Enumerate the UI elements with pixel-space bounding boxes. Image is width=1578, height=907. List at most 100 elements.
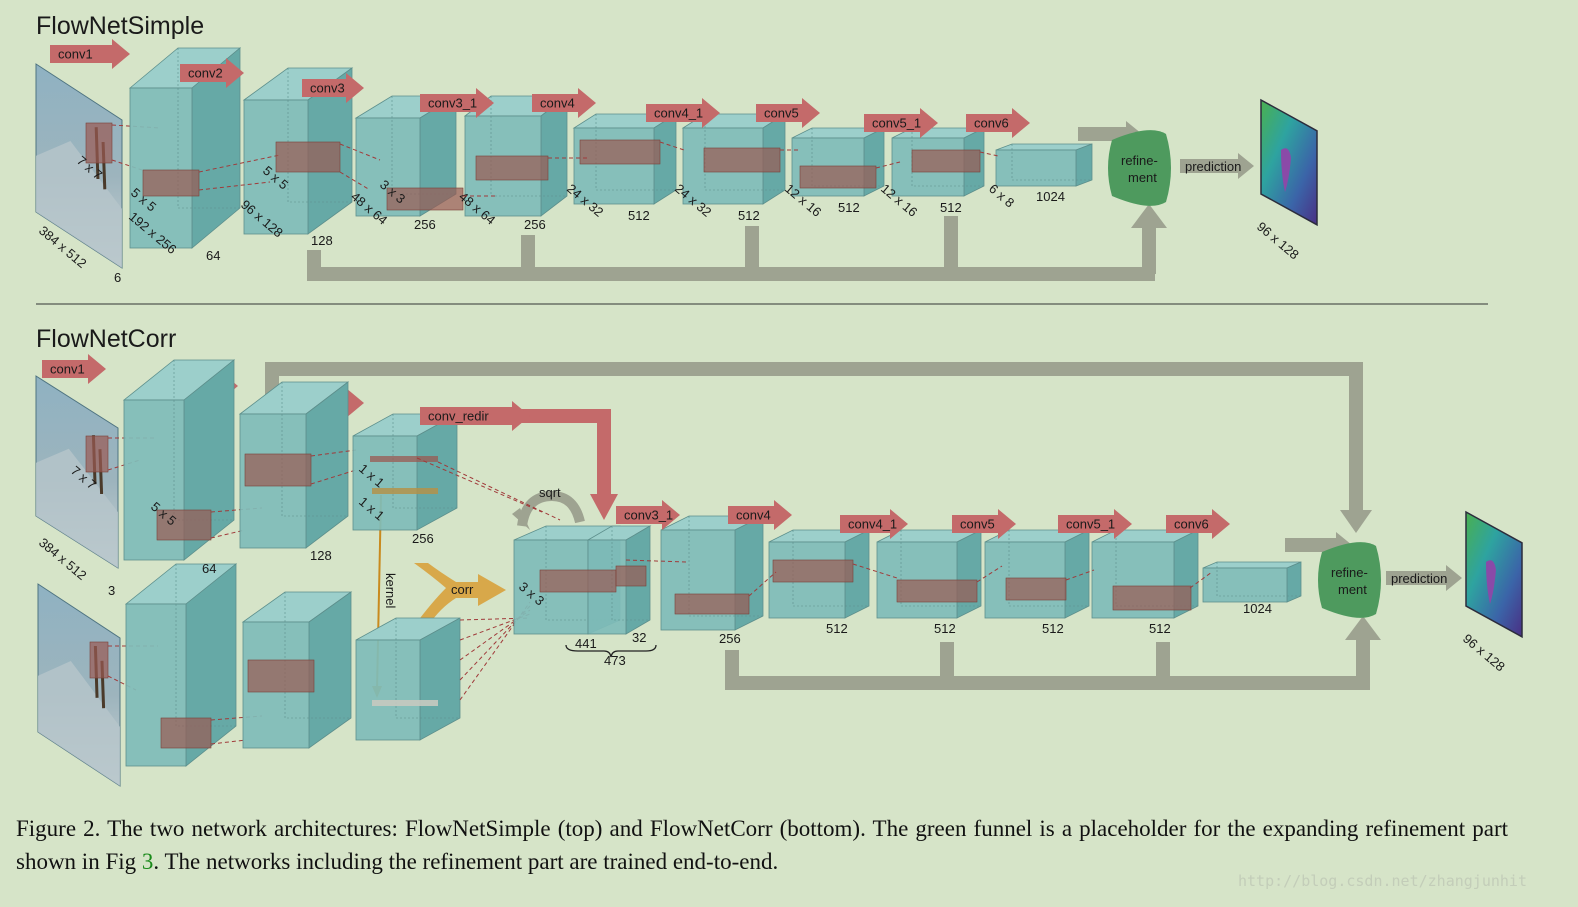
feature-block-bottom-4 (984, 529, 1090, 619)
conv3-channels-label-bottom: 128 (310, 548, 332, 563)
layer-arrow-conv3-label: conv3 (310, 81, 345, 96)
conv5-kernel (703, 147, 781, 173)
figure-caption: Figure 2. The two network architectures:… (16, 812, 1508, 878)
layer-arrow-conv5-label: conv5 (764, 106, 799, 121)
conv3-channels-label: 128 (311, 233, 333, 248)
layer-arrow-conv-redir: conv_redir (420, 401, 530, 431)
layer-arrow-conv4_1-bottom-label: conv4_1 (848, 517, 897, 532)
flow-output-bottom (1465, 510, 1523, 639)
layer-arrow-conv6-bottom: conv6 (1166, 509, 1230, 539)
conv2-kernel-bottom-2 (160, 717, 212, 749)
kernel-slice (372, 700, 438, 706)
caption-figure-ref[interactable]: 3 (141, 849, 154, 874)
layer-arrow-conv6-label: conv6 (974, 116, 1009, 131)
receptive-field-line (659, 141, 685, 151)
conv4_1-channels-label: 512 (628, 208, 650, 223)
conv4_1-kernel-bottom (896, 579, 978, 603)
receptive-field-line (852, 563, 898, 579)
caption-part1: Figure 2. The two network architectures:… (16, 816, 1508, 874)
prediction-arrow-bottom-label: prediction (1391, 571, 1447, 586)
feature-block-redir (352, 413, 458, 531)
redir-kernel-2 (372, 488, 438, 494)
feature-block-conv3-bottom-out (355, 617, 461, 741)
conv3_1-channels-label: 256 (414, 217, 436, 232)
receptive-field-line (625, 559, 687, 563)
receptive-field-line (979, 151, 999, 157)
layer-arrow-conv4-bottom-label: conv4 (736, 508, 771, 523)
layer-arrow-conv5: conv5 (756, 98, 820, 128)
watermark: http://blog.csdn.net/zhangjunhit (1238, 872, 1527, 890)
conv6-output-channels-label: 1024 (1036, 189, 1065, 204)
receptive-field-line (976, 565, 1003, 583)
flow-output-top (1260, 98, 1318, 227)
receptive-field-line (310, 469, 357, 485)
layer-arrow-conv-redir-label: conv_redir (428, 409, 489, 424)
layer-arrow-conv5-bottom: conv5 (952, 509, 1016, 539)
receptive-field-line (210, 529, 246, 539)
redir-channels-label: 256 (412, 531, 434, 546)
feature-block-bottom-3 (876, 529, 982, 619)
skip-connection-bottom (725, 640, 1370, 690)
layer-arrow-conv3_1: conv3_1 (420, 88, 494, 118)
layer-arrow-conv5_1-bottom-label: conv5_1 (1066, 517, 1115, 532)
receptive-field-line (198, 181, 271, 191)
conv3-kernel-bottom (244, 453, 312, 487)
conv3-kernel (275, 141, 341, 173)
corr-label: corr (451, 582, 474, 597)
conv4-kernel-bottom (772, 559, 854, 583)
skip-arrowhead-top (1131, 204, 1167, 228)
receptive-field-line (748, 571, 777, 597)
layer-arrow-conv3_1-bottom-label: conv3_1 (624, 508, 673, 523)
layer-arrow-conv4_1-label: conv4_1 (654, 106, 703, 121)
sqrt-arrow (517, 490, 585, 527)
flownetsimple-title: FlowNetSimple (36, 12, 204, 40)
layer-arrow-conv5_1: conv5_1 (864, 108, 938, 138)
channels-label-conv5-bottom: 512 (1042, 621, 1064, 636)
channels-label-conv4-bottom: 512 (826, 621, 848, 636)
redir-kernel-1 (370, 456, 438, 462)
refinement-label: refine- (1121, 153, 1158, 168)
conv1-kernel-bottom-2 (89, 641, 109, 679)
layer-arrow-conv6: conv6 (966, 108, 1030, 138)
layer-arrow-conv4_1-bottom: conv4_1 (840, 509, 908, 539)
conv2-kernel (142, 169, 200, 197)
refinement-funnel-top: refine-ment (1108, 130, 1171, 206)
layer-arrow-conv5-bottom-label: conv5 (960, 517, 995, 532)
channels-label-conv6-bottom: 1024 (1243, 601, 1272, 616)
layer-arrow-conv5_1-bottom: conv5_1 (1058, 509, 1132, 539)
conv6-channels-label: 512 (940, 200, 962, 215)
corr-kernel-2 (615, 565, 647, 587)
feature-block-9 (995, 143, 1093, 187)
prediction-arrow-top: prediction (1180, 153, 1254, 179)
corr-arrow (414, 563, 506, 626)
layer-arrow-conv5_1-label: conv5_1 (872, 116, 921, 131)
conv6-kernel (911, 149, 981, 173)
refinement-label: ment (1128, 170, 1157, 185)
receptive-field-line (437, 461, 561, 521)
refinement-label: ment (1338, 582, 1367, 597)
conv2-kernel-bottom (156, 509, 212, 541)
conv3_1-kernel (386, 187, 464, 211)
prediction-arrow-bottom: prediction (1386, 565, 1462, 591)
channels-label-conv3_1-bottom: 256 (719, 631, 741, 646)
conv3_1-kernel-bottom (674, 593, 750, 615)
layer-arrow-conv3: conv3 (302, 73, 364, 103)
conv5_1-channels-label: 512 (838, 200, 860, 215)
refinement-label: refine- (1331, 565, 1368, 580)
receptive-field-line (459, 613, 531, 641)
conv2-channels-label-bottom: 64 (202, 561, 216, 576)
receptive-field-line (416, 457, 543, 513)
output-size-label: 96 x 128 (1254, 219, 1302, 263)
corr-brace (565, 644, 657, 658)
receptive-field-line (1065, 569, 1095, 581)
layer-arrow-conv2: conv2 (180, 58, 244, 88)
output-size-label-bottom: 96 x 128 (1460, 631, 1508, 675)
layer-arrow-conv4_1: conv4_1 (646, 98, 720, 128)
caption-part2: . The networks including the refinement … (153, 849, 779, 874)
layer-arrow-conv1-bottom-label: conv1 (50, 362, 85, 377)
input-image-1 (35, 375, 119, 569)
feature-block-conv2-bottom (124, 563, 238, 767)
receptive-field-line (339, 171, 371, 191)
input-channels-label-bottom: 3 (108, 583, 115, 598)
